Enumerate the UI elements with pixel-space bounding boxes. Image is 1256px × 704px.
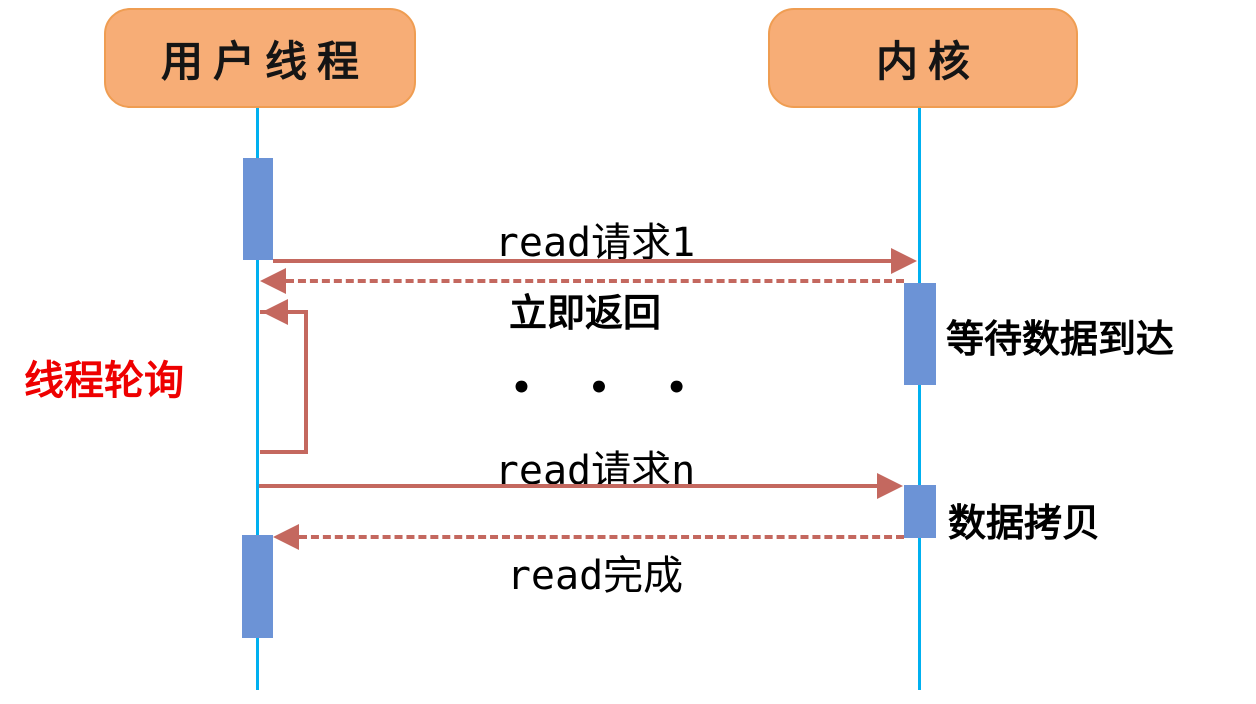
user-activation-1 <box>243 158 273 260</box>
message-label-read-request-1: read请求1 <box>494 220 696 266</box>
polling-annotation: 线程轮询 <box>24 358 184 404</box>
actor-kernel: 内核 <box>768 8 1078 108</box>
kernel-lifeline <box>918 108 921 690</box>
arrow-return-1 <box>286 279 904 283</box>
user-activation-2 <box>242 535 273 638</box>
actor-user-thread: 用户线程 <box>104 8 416 108</box>
arrowhead-left-icon <box>260 268 286 294</box>
arrow-read-complete <box>299 535 904 539</box>
arrow-read-request-1 <box>273 259 893 263</box>
kernel-activation-wait <box>904 283 936 385</box>
ellipsis-label: • • • <box>510 368 710 408</box>
data-copy-annotation: 数据拷贝 <box>948 500 1101 545</box>
kernel-activation-copy <box>904 485 936 538</box>
arrowhead-right-icon <box>891 248 917 274</box>
arrowhead-right-icon <box>877 473 903 499</box>
wait-data-annotation: 等待数据到达 <box>946 316 1175 361</box>
message-label-immediate-return: 立即返回 <box>508 290 661 335</box>
user-lifeline <box>256 108 259 690</box>
polling-self-loop <box>260 310 308 454</box>
message-label-read-complete: read完成 <box>506 553 684 599</box>
arrow-read-request-n <box>259 484 879 488</box>
arrowhead-left-icon <box>273 524 299 550</box>
